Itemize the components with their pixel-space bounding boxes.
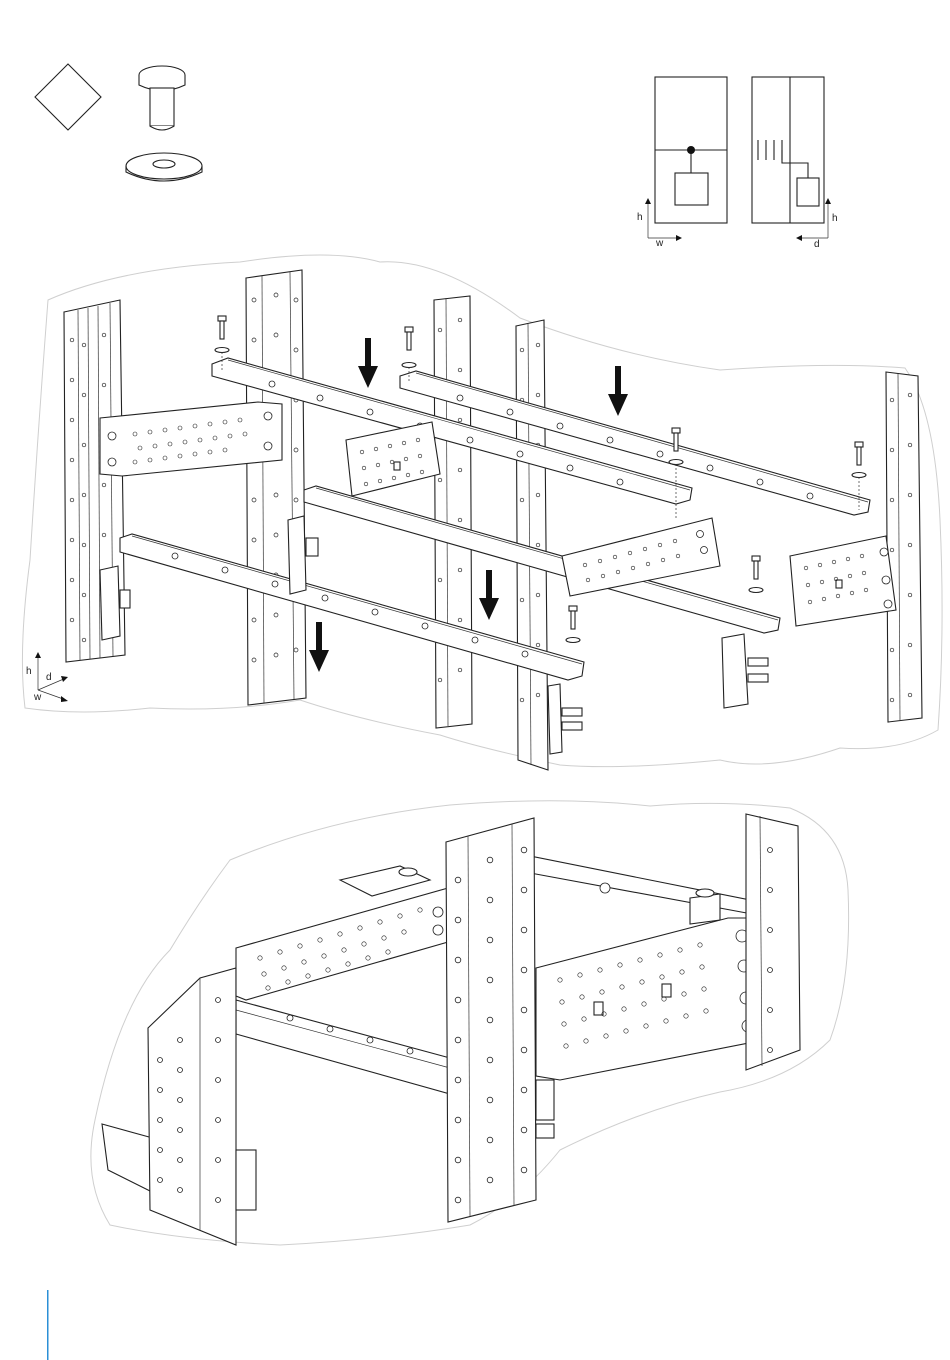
page-margin-accent <box>47 1290 49 1360</box>
arrow-down-icon <box>608 366 628 416</box>
axis-label-d-3d: d <box>46 672 52 683</box>
bracket-front-bottom <box>548 684 582 754</box>
schematic-side-view: h d <box>752 77 838 250</box>
bracket-loose <box>722 634 768 708</box>
assembled-bracket-center <box>536 1080 554 1138</box>
assembled-lower-crossbar <box>236 1000 450 1094</box>
axis-label-d: d <box>814 239 820 250</box>
assembled-plate-right <box>536 918 764 1080</box>
bracket-left-lower <box>100 566 130 640</box>
axis-label-h: h <box>637 212 643 223</box>
upright-far-right <box>886 372 922 722</box>
perforated-plate-far-right <box>790 536 896 626</box>
arrow-down-icon <box>358 338 378 388</box>
assembled-view <box>102 814 800 1245</box>
diamond-step-icon <box>35 64 101 130</box>
axis-label-h-side: h <box>832 213 838 224</box>
arrow-down-icon <box>479 570 499 620</box>
perforated-plate-center <box>346 422 440 496</box>
screw-icon <box>139 66 185 130</box>
exploded-view: h d w <box>26 270 922 770</box>
assembled-plate-left <box>236 888 462 1000</box>
washer-icon <box>126 153 202 181</box>
axis-label-w-3d: w <box>33 692 42 703</box>
assembled-nut-block <box>340 866 430 896</box>
upright-back-center <box>434 296 472 728</box>
bracket-center-left <box>288 516 318 594</box>
upright-back-left <box>246 270 306 705</box>
assembled-upright-center <box>446 818 536 1222</box>
axis-label-h-3d: h <box>26 666 32 677</box>
schematic-front-view: h w <box>637 77 727 249</box>
cloud-outline-exploded <box>22 255 942 767</box>
axis-indicator-3d: h d w <box>26 652 68 703</box>
axis-label-w: w <box>655 238 664 249</box>
assembled-upright-right <box>746 814 800 1070</box>
arrow-down-icon <box>309 622 329 672</box>
